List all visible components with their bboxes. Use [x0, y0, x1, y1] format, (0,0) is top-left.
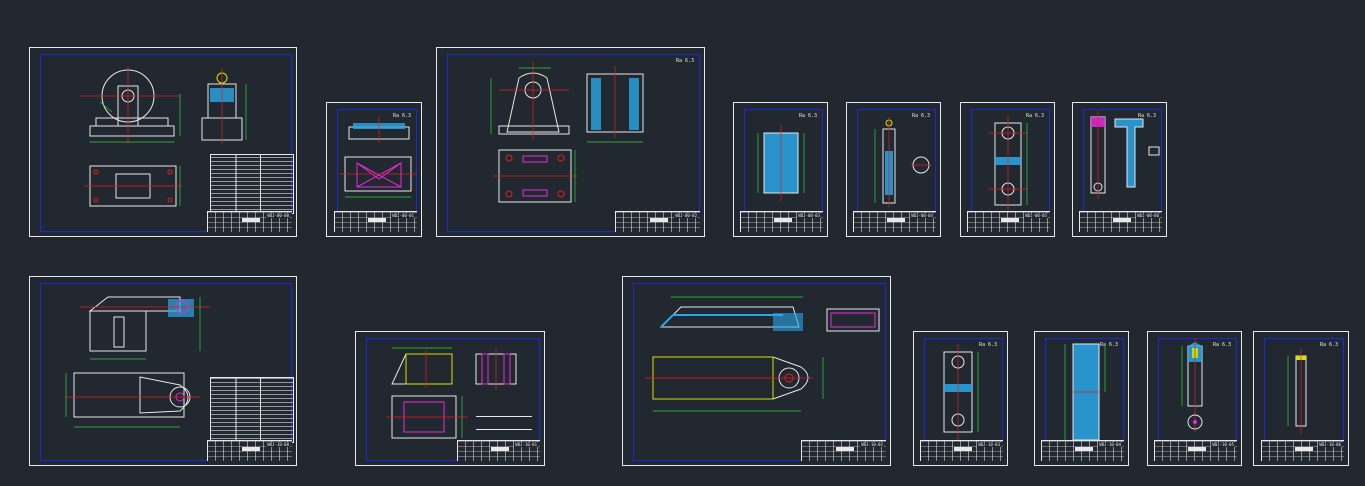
title-block: WDJ-10-06 [1261, 440, 1344, 461]
drawing-sheet-part-support-seat[interactable]: Ra 6.3 WDJ-00-02 [436, 47, 705, 237]
lever-views [1090, 111, 1160, 199]
title-block: WDJ-00-03 [740, 211, 823, 232]
drawing-number: WDJ-10-06 [1318, 442, 1342, 447]
arm-views [645, 296, 880, 412]
title-block: WDJ-10-02 [801, 440, 886, 461]
roughness-symbol: Ra 6.3 [798, 113, 817, 119]
drawing-number: WDJ-00-01 [391, 213, 415, 218]
technical-requirements-notes [476, 416, 532, 430]
drawing-number: WDJ-10-03 [977, 442, 1001, 447]
assembly-1-views [80, 66, 247, 207]
drawing-sheet-part-link-1[interactable]: Ra 6.3 WDJ-00-05 [960, 102, 1055, 237]
drawing-sheet-part-frame[interactable]: WDJ-10-01 [355, 331, 545, 466]
link-2-views [943, 344, 979, 440]
roughness-symbol: Ra 6.3 [1319, 342, 1338, 348]
drawing-sheet-part-bracket[interactable]: Ra 6.3 WDJ-00-01 [326, 102, 422, 237]
pin-2-views [1287, 348, 1307, 434]
sheet-border [40, 283, 292, 461]
roughness-symbol: Ra 6.3 [911, 113, 930, 119]
sheet-border [366, 338, 540, 461]
pin-1-views [757, 125, 805, 201]
assembly-2-views [65, 296, 210, 428]
drawing-number: WDJ-00-03 [797, 213, 821, 218]
drawing-number: WDJ-00-04 [910, 213, 934, 218]
roughness-symbol: Ra 6.3 [1137, 113, 1156, 119]
drawing-number: WDJ-10-01 [514, 442, 538, 447]
title-block: WDJ-10-01 [457, 440, 540, 461]
title-block: WDJ-10-03 [920, 440, 1003, 461]
shaft-1-views [874, 117, 931, 207]
shaft-2-views [1181, 338, 1203, 432]
roughness-symbol: Ra 6.3 [675, 58, 694, 64]
roughness-symbol: Ra 6.3 [1099, 342, 1118, 348]
support-seat-views [490, 62, 644, 203]
block-views [1064, 343, 1106, 441]
drawing-number: WDJ-10-00 [266, 442, 290, 447]
sheet-border [40, 54, 292, 232]
drawing-sheet-assembly-1[interactable]: WDJ-00-00 [29, 47, 297, 237]
title-block: WDJ-10-00 [207, 440, 292, 461]
drawing-sheet-part-arm[interactable]: WDJ-10-02 [622, 276, 891, 466]
roughness-symbol: Ra 6.3 [1025, 113, 1044, 119]
frame-views [386, 347, 517, 439]
drawing-number: WDJ-10-02 [860, 442, 884, 447]
sheet-border [447, 54, 700, 232]
title-block: WDJ-00-06 [1079, 211, 1162, 232]
drawing-sheet-part-pin-2[interactable]: Ra 6.3 WDJ-10-06 [1253, 331, 1349, 466]
title-block: WDJ-00-00 [207, 211, 292, 232]
roughness-symbol: Ra 6.3 [1212, 342, 1231, 348]
title-block: WDJ-00-05 [967, 211, 1050, 232]
drawing-sheet-part-block[interactable]: Ra 6.3 WDJ-10-04 [1034, 331, 1129, 466]
drawing-sheet-part-link-2[interactable]: Ra 6.3 WDJ-10-03 [913, 331, 1008, 466]
title-block: WDJ-00-01 [334, 211, 417, 232]
drawing-sheet-part-shaft-2[interactable]: Ra 6.3 WDJ-10-05 [1147, 331, 1242, 466]
roughness-symbol: Ra 6.3 [978, 342, 997, 348]
bracket-views [339, 117, 417, 198]
drawing-sheet-part-lever[interactable]: Ra 6.3 WDJ-00-06 [1072, 102, 1167, 237]
roughness-symbol: Ra 6.3 [392, 113, 411, 119]
drawing-number: WDJ-00-05 [1024, 213, 1048, 218]
drawing-number: WDJ-00-00 [266, 213, 290, 218]
parts-list-table [210, 377, 294, 443]
parts-list-table [210, 154, 294, 214]
title-block: WDJ-10-04 [1041, 440, 1124, 461]
drawing-number: WDJ-10-05 [1211, 442, 1235, 447]
title-block: WDJ-00-02 [615, 211, 700, 232]
drawing-sheet-assembly-2[interactable]: WDJ-10-00 [29, 276, 297, 466]
title-block: WDJ-10-05 [1154, 440, 1237, 461]
sheet-border [633, 283, 886, 461]
drawing-sheet-part-shaft-1[interactable]: Ra 6.3 WDJ-00-04 [846, 102, 941, 237]
drawing-sheet-part-pin-1[interactable]: Ra 6.3 WDJ-00-03 [733, 102, 828, 237]
drawing-number: WDJ-10-04 [1098, 442, 1122, 447]
title-block: WDJ-00-04 [853, 211, 936, 232]
drawing-number: WDJ-00-06 [1136, 213, 1160, 218]
drawing-number: WDJ-00-02 [674, 213, 698, 218]
link-1-views [989, 115, 1028, 213]
